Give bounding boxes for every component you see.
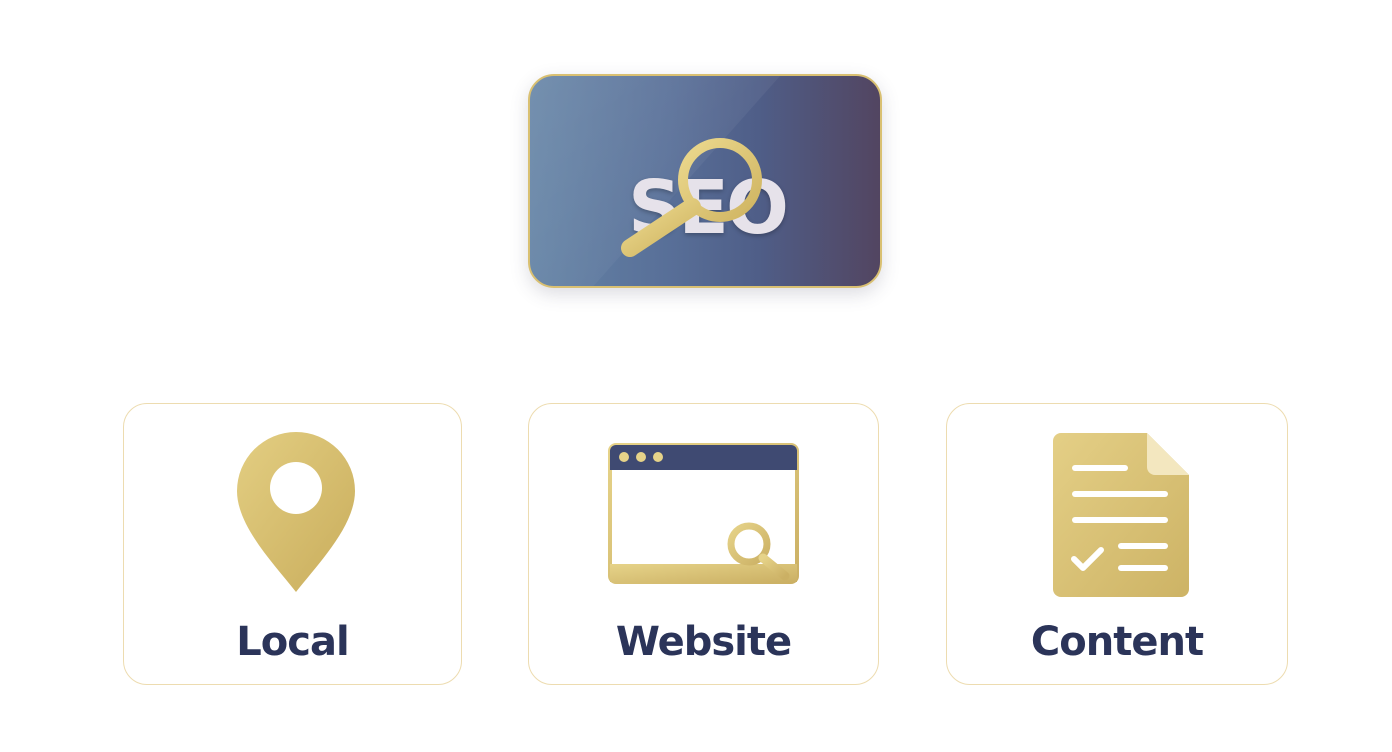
child-label-local: Local	[236, 619, 349, 665]
root-background-sheen	[530, 76, 780, 286]
magnifier-icon	[621, 138, 762, 257]
map-pin-icon	[237, 432, 355, 592]
child-label-content: Content	[1030, 619, 1204, 665]
child-node-website: Website	[528, 403, 879, 685]
browser-search-icon	[608, 443, 799, 584]
child-node-content: Content	[946, 403, 1288, 685]
document-check-icon	[1053, 433, 1189, 597]
child-label-website: Website	[615, 619, 792, 665]
child-node-local: Local	[123, 403, 462, 685]
seo-root-node: SEO	[528, 74, 882, 288]
